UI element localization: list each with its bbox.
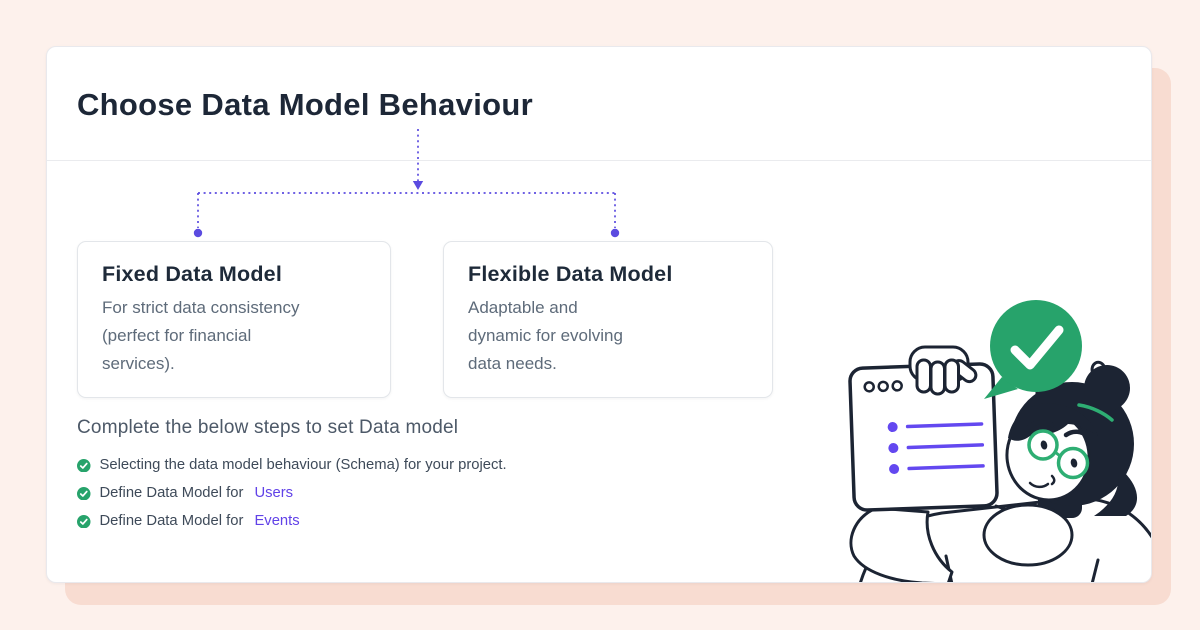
step-link-events[interactable]: Events [254,513,300,529]
option-card-fixed-data-model[interactable]: Fixed Data Model For strict data consist… [77,241,391,398]
check-bubble-icon [984,300,1082,399]
steps-heading: Complete the below steps to set Data mod… [77,417,459,438]
main-card: Choose Data Model Behaviour Fixed Data M… [46,46,1152,583]
option-title: Fixed Data Model [102,262,283,286]
option-title: Flexible Data Model [468,262,673,286]
step-text: Define Data Model for [99,513,244,529]
step-text: Selecting the data model behaviour (Sche… [99,457,507,473]
list-item: Define Data Model for Users [77,485,507,502]
header-divider [47,160,1151,161]
option-card-flexible-data-model[interactable]: Flexible Data Model Adaptable and dynami… [443,241,773,398]
steps-list: Selecting the data model behaviour (Sche… [77,457,507,530]
step-text: Define Data Model for [99,485,244,501]
illustration-woman-checklist [848,300,1151,582]
hand-icon [908,345,978,396]
list-item: Selecting the data model behaviour (Sche… [77,457,507,474]
list-item: Define Data Model for Events [77,513,507,530]
page-title: Choose Data Model Behaviour [77,87,533,122]
step-link-users[interactable]: Users [254,485,294,501]
option-description: Adaptable and dynamic for evolving data … [468,298,623,374]
check-circle-icon [77,486,91,501]
check-circle-icon [77,514,91,529]
check-circle-icon [77,458,91,473]
arrow-down-icon [412,181,424,190]
option-description: For strict data consistency (perfect for… [102,298,300,374]
